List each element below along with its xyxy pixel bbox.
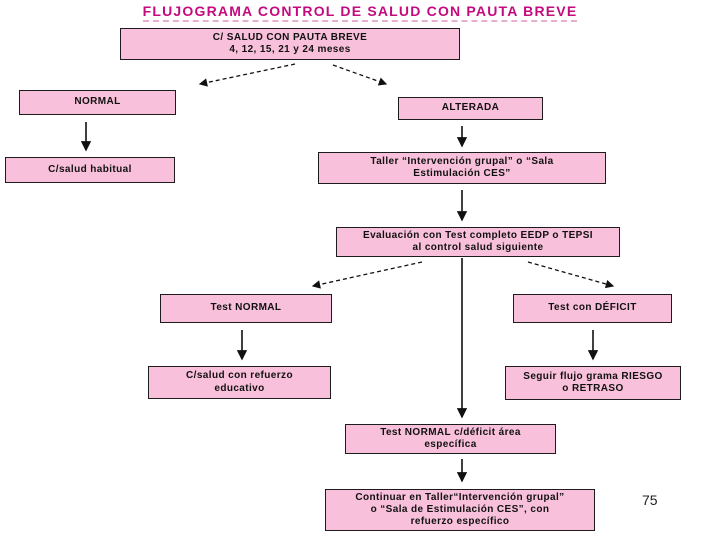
arrow-evaluacion-to-test-deficit	[527, 261, 615, 289]
node-seguir-flujograma: Seguir flujo grama RIESGO o RETRASO	[505, 366, 681, 400]
node-continuar-taller: Continuar en Taller“Intervención grupal”…	[325, 489, 595, 531]
node-alterada: ALTERADA	[398, 97, 543, 120]
node-test-normal: Test NORMAL	[160, 294, 332, 323]
arrow-pauta-to-alterada	[332, 64, 388, 86]
page-title: FLUJOGRAMA CONTROL DE SALUD CON PAUTA BR…	[142, 3, 578, 22]
node-taller-intervencion: Taller “Intervención grupal” o “Sala Est…	[318, 152, 606, 184]
node-test-con-deficit: Test con DÉFICIT	[513, 294, 672, 323]
page-number: 75	[642, 492, 658, 508]
arrow-evaluacion-to-test-normal	[311, 261, 423, 289]
node-refuerzo-educativo: C/salud con refuerzo educativo	[148, 366, 331, 399]
node-salud-pauta-breve: C/ SALUD CON PAUTA BREVE 4, 12, 15, 21 y…	[120, 28, 460, 60]
arrow-pauta-to-normal	[198, 63, 296, 87]
node-test-normal-deficit-area: Test NORMAL c/déficit área específica	[345, 424, 556, 454]
node-normal: NORMAL	[19, 90, 176, 115]
node-evaluacion-test: Evaluación con Test completo EEDP o TEPS…	[336, 227, 620, 257]
node-salud-habitual: C/salud habitual	[5, 157, 175, 183]
slide-title-row: FLUJOGRAMA CONTROL DE SALUD CON PAUTA BR…	[0, 3, 720, 22]
